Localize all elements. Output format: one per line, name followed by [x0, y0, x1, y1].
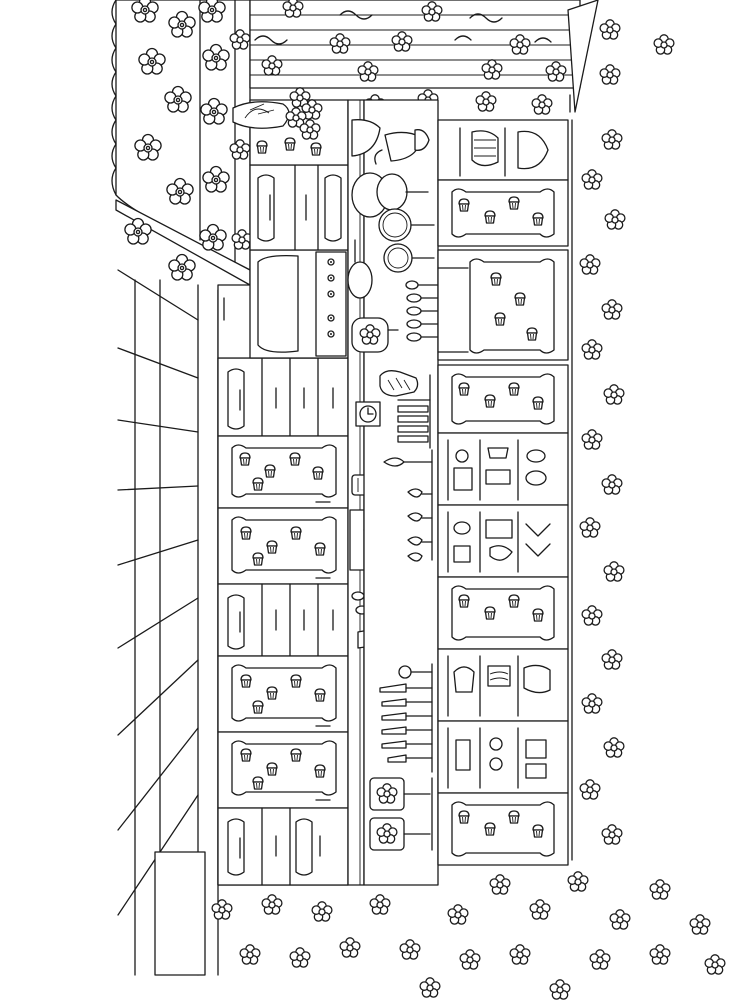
- sink: [349, 509, 365, 571]
- oven-stove: [217, 87, 349, 359]
- knife-rack: [379, 665, 433, 763]
- oven-door: [257, 254, 299, 353]
- stove-control-panel: [315, 251, 347, 357]
- floor-perspective: [117, 269, 219, 976]
- knife-icon: [379, 683, 407, 693]
- bowl: [351, 119, 381, 157]
- blind-cord: [567, 0, 599, 113]
- floor-mat: [154, 851, 206, 976]
- pan-icon: [376, 173, 408, 211]
- backsplash-utensils: [347, 99, 453, 886]
- window-blind: [249, 0, 599, 113]
- base-cabinets: [217, 357, 349, 886]
- curtain-left: [111, 0, 253, 286]
- wall-cabinets: [414, 119, 569, 866]
- wall-flowers-right: [571, 19, 675, 861]
